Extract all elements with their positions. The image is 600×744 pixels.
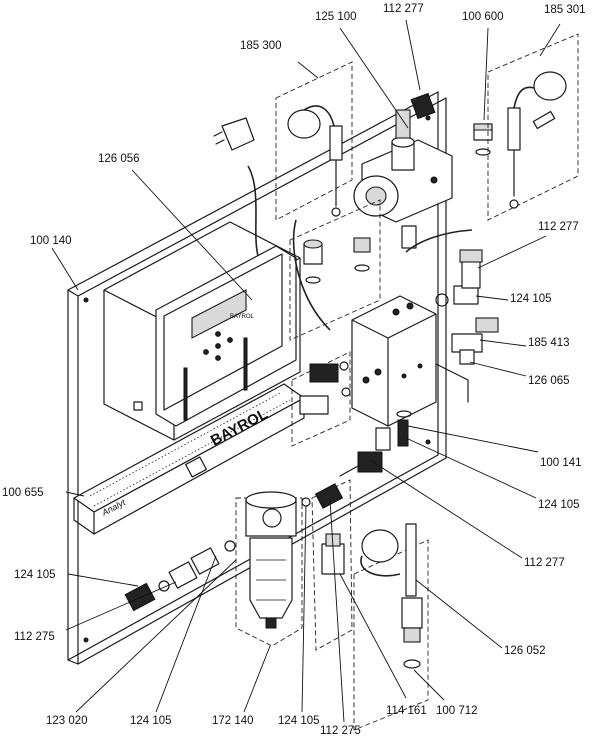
sensor-group-185301 xyxy=(487,33,579,221)
part-label-185413: 185 413 xyxy=(528,337,570,349)
part-label-124105-r1: 124 105 xyxy=(510,293,552,305)
part-labels: 185 300 125 100 112 277 100 600 185 301 … xyxy=(2,3,586,737)
part-label-185301: 185 301 xyxy=(544,4,586,16)
part-label-112277-top: 112 277 xyxy=(383,3,424,15)
inlet-chain xyxy=(124,540,236,612)
sensor-group-185300 xyxy=(275,61,353,221)
valve-chain xyxy=(301,479,353,651)
part-label-172140: 172 140 xyxy=(212,715,254,727)
controller-housing: BAYROL xyxy=(103,221,301,441)
block-left-fittings xyxy=(291,351,351,447)
part-label-123020: 123 020 xyxy=(46,715,88,727)
cable-rail: Analyt BAYROL xyxy=(73,337,305,535)
cap-100600 xyxy=(473,123,493,156)
elbow-112277 xyxy=(435,249,483,307)
part-label-185300: 185 300 xyxy=(240,40,282,52)
part-label-124105-b2: 124 105 xyxy=(278,715,320,727)
part-label-124105-b1: 124 105 xyxy=(130,715,172,727)
block-126065 xyxy=(351,295,469,427)
lower-block-fittings xyxy=(339,410,412,477)
part-label-124105-r2: 124 105 xyxy=(538,499,580,511)
part-label-112277-right: 112 277 xyxy=(538,221,579,233)
part-label-112275-b: 112 275 xyxy=(320,725,361,737)
part-label-112275-left: 112 275 xyxy=(14,631,55,643)
part-label-100600: 100 600 xyxy=(462,11,504,23)
part-label-124105-left: 124 105 xyxy=(14,569,56,581)
part-label-114161: 114 161 xyxy=(386,705,427,717)
part-label-100140: 100 140 xyxy=(30,235,72,247)
leader-lines xyxy=(51,19,561,723)
flow-cell-125100 xyxy=(353,92,453,249)
middle-fittings xyxy=(289,199,473,341)
part-label-125100: 125 100 xyxy=(315,11,357,23)
sensor-126052 xyxy=(353,523,429,731)
part-label-100655: 100 655 xyxy=(2,487,44,499)
part-label-126056: 126 056 xyxy=(98,153,140,165)
filter-172140 xyxy=(235,491,303,647)
tee-185413 xyxy=(451,317,499,365)
part-label-100712: 100 712 xyxy=(436,705,478,717)
display-model-text: BAYROL xyxy=(230,314,255,320)
part-label-112277-low: 112 277 xyxy=(524,557,565,569)
part-label-126052: 126 052 xyxy=(504,645,546,657)
part-label-100141: 100 141 xyxy=(540,457,582,469)
part-label-126065: 126 065 xyxy=(528,375,570,387)
power-plug xyxy=(213,117,259,257)
